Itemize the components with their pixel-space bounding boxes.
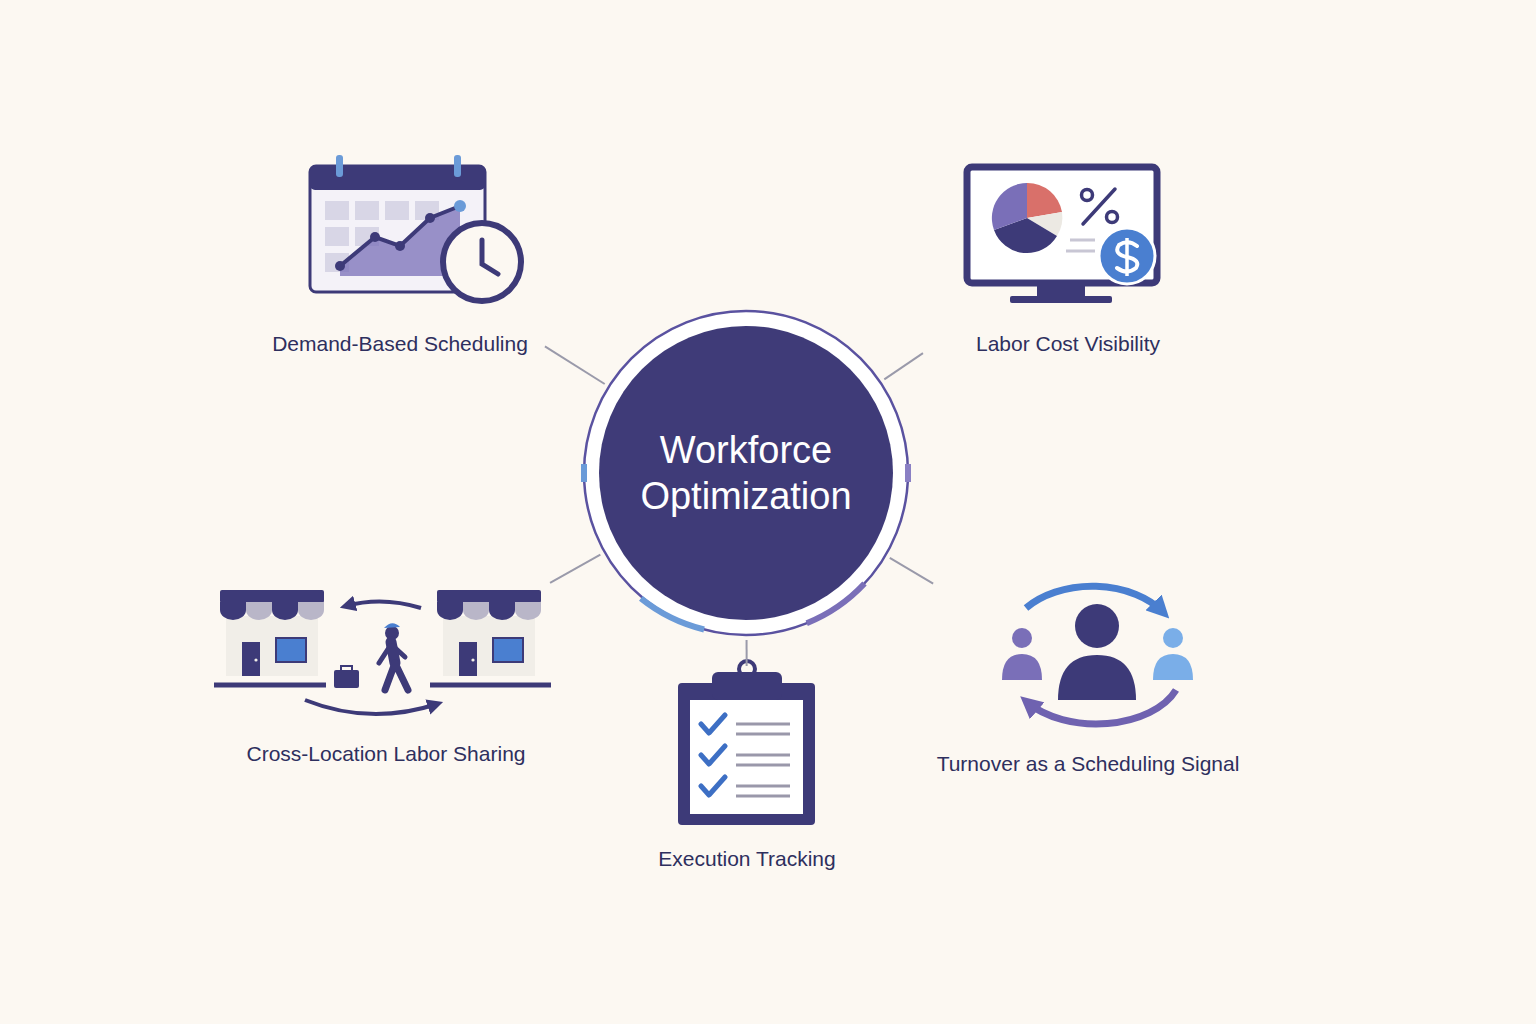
icon-part: [1082, 190, 1093, 201]
icon-part: [1153, 654, 1193, 680]
icon-part: [334, 670, 359, 688]
connector-line: [884, 353, 923, 379]
icon-part: [1012, 628, 1032, 648]
icon-part: [1002, 654, 1042, 680]
ring-accent: [641, 598, 704, 629]
icon-part: [736, 724, 790, 796]
icon-part: [1125, 238, 1129, 276]
icon-part: [1037, 283, 1085, 296]
feature-item: Execution Tracking: [627, 660, 867, 875]
icon-part: [678, 683, 815, 825]
icon-part: [335, 261, 345, 271]
icon-part: [1010, 296, 1112, 303]
connector-line: [545, 346, 605, 384]
icon-part: [336, 155, 343, 177]
icon-part: [437, 590, 541, 676]
icon-part: [370, 232, 380, 242]
feature-item: Demand-Based Scheduling: [250, 150, 550, 360]
icon-part: [425, 213, 435, 223]
icon-part: [325, 227, 349, 246]
connector-line: [746, 640, 748, 666]
item-label: Cross-Location Labor Sharing: [247, 741, 526, 770]
icon-part: [385, 201, 409, 220]
icon-part: [967, 167, 1157, 283]
icon-part: [701, 715, 725, 795]
icon-part: [992, 183, 1027, 230]
ring-accent: [807, 584, 865, 624]
icon-part: [379, 646, 405, 663]
icon-part: [1107, 212, 1118, 223]
icon-part: [1075, 604, 1119, 648]
icon-part: [385, 663, 408, 690]
icon-part: [454, 200, 466, 212]
outer-ring: [584, 311, 908, 635]
icon-part: [1099, 228, 1155, 284]
item-label: Labor Cost Visibility: [976, 331, 1160, 360]
icon-part: [454, 155, 461, 177]
stores-icon: [214, 590, 551, 714]
icon-part: [346, 601, 421, 608]
hub-title: Workforce Optimization: [616, 427, 876, 520]
feature-item: Labor Cost Visibility: [918, 150, 1218, 360]
icon-part: [1066, 240, 1095, 251]
icon-part: [325, 201, 349, 220]
icon-part: [395, 241, 405, 251]
connector-line: [550, 555, 600, 583]
hub-circle-outline: [581, 308, 911, 638]
icon-part: [305, 700, 437, 714]
icon-part: [443, 223, 521, 301]
icon-part: [482, 240, 498, 274]
monitor-icon: [967, 167, 1157, 303]
icon-part: [1058, 655, 1136, 700]
icon-part: [1163, 628, 1183, 648]
icon-part: [341, 666, 352, 670]
item-label: Execution Tracking: [658, 846, 835, 875]
item-label: Turnover as a Scheduling Signal: [937, 751, 1240, 780]
connector-line: [890, 558, 933, 584]
hub-circle: Workforce Optimization: [581, 308, 911, 638]
icon-part: [220, 590, 324, 676]
feature-item: Turnover as a Scheduling Signal: [928, 570, 1248, 780]
clipboard-icon: [678, 661, 815, 825]
calendar-icon: [310, 155, 521, 301]
turnover-icon: [1002, 586, 1193, 724]
item-label: Demand-Based Scheduling: [272, 331, 528, 360]
icon-part: [690, 700, 803, 814]
ring-accent: [905, 464, 911, 482]
icon-part: [355, 201, 379, 220]
icon-part: [1027, 183, 1062, 218]
inner-disk: [599, 326, 893, 620]
icon-part: [1083, 189, 1115, 224]
feature-item: Cross-Location Labor Sharing: [206, 580, 566, 770]
icon-part: [384, 623, 400, 628]
ring-accent: [581, 464, 587, 482]
